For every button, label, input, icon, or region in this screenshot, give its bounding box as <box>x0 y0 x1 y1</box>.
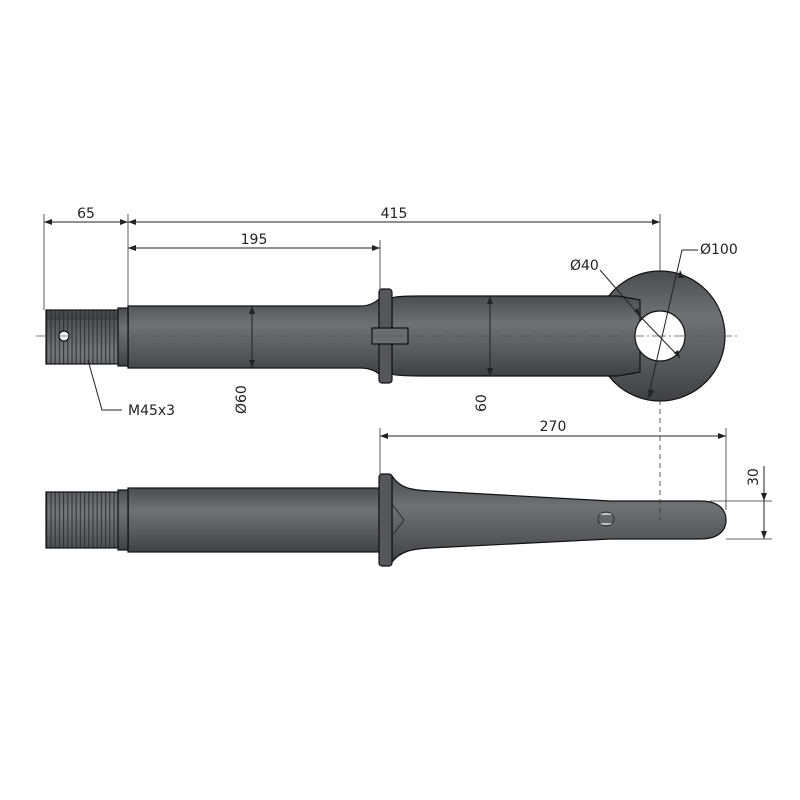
bottom-shaft <box>127 487 381 553</box>
dim-65: 65 <box>77 206 95 222</box>
collar-v-mark <box>391 503 405 537</box>
dim-thread: M45x3 <box>128 403 175 419</box>
dim-195: 195 <box>241 232 268 248</box>
dimensions: 65 415 195 Ø40 Ø100 Ø60 60 <box>43 206 772 540</box>
slot-mark <box>600 513 612 525</box>
bottom-collar <box>378 473 393 567</box>
bottom-view <box>45 473 727 567</box>
dim-60: 60 <box>474 394 490 412</box>
top-thread <box>45 309 129 365</box>
top-shaft-body <box>127 296 381 377</box>
bottom-thread <box>45 491 129 549</box>
slot-mark-outline <box>597 511 615 527</box>
dim-30: 30 <box>746 468 762 486</box>
bottom-taper <box>391 474 727 564</box>
top-thread-neck <box>117 307 129 367</box>
dim-270: 270 <box>540 419 567 435</box>
top-view <box>36 270 740 402</box>
dim-415: 415 <box>381 206 408 222</box>
dim-dia40: Ø40 <box>570 258 599 274</box>
bottom-thread-neck <box>117 489 129 551</box>
dim-dia60: Ø60 <box>234 385 250 414</box>
dim-dia100: Ø100 <box>700 242 738 258</box>
